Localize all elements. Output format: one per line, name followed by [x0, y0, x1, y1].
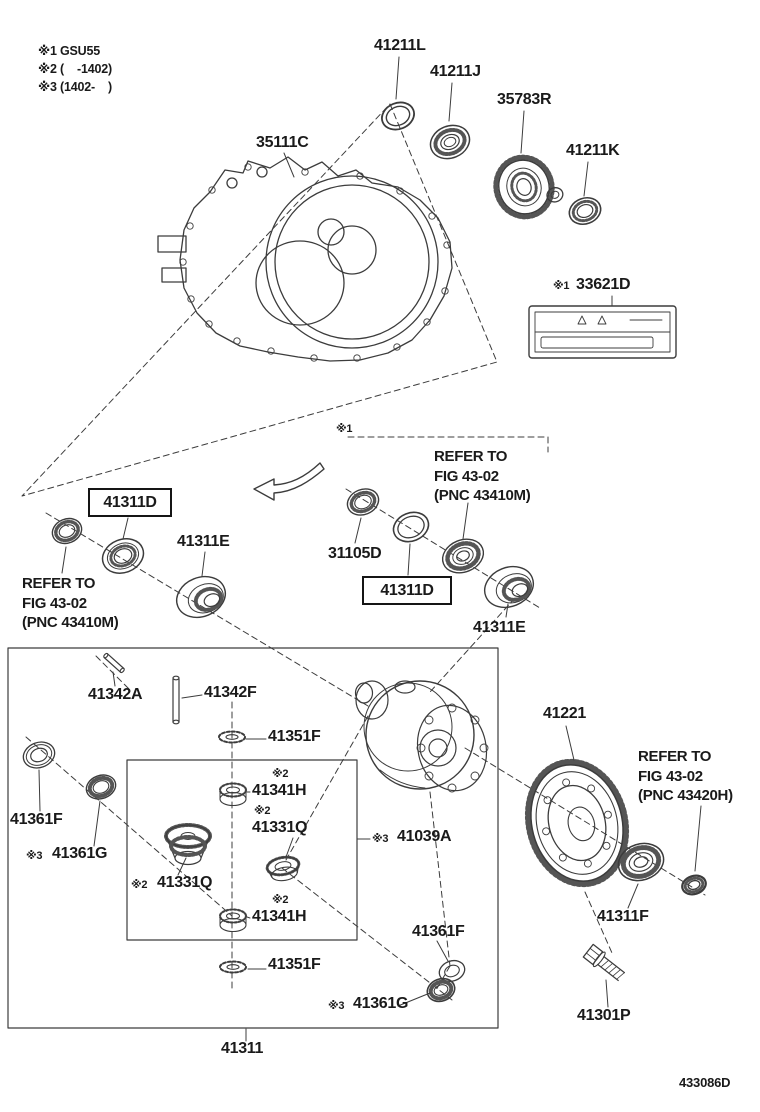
- ref-marker-41361G-bottom: ※3: [328, 1000, 345, 1012]
- bearing-41311F-drawing: [617, 842, 665, 882]
- part-label-41342F[interactable]: 41342F: [204, 684, 257, 701]
- refer-note-fig4302-right[interactable]: REFER TO FIG 43-02 (PNC 43420H): [638, 748, 733, 804]
- part-label-41351F-top[interactable]: 41351F: [268, 728, 321, 745]
- seal-41311D-left-drawing: [101, 538, 145, 574]
- oring-41211L-drawing: [381, 101, 415, 131]
- refer-note-fig4302-mid[interactable]: REFER TO FIG 43-02 (PNC 43410M): [434, 448, 531, 504]
- part-label-35111C[interactable]: 35111C: [256, 134, 309, 151]
- part-label-41361F-right[interactable]: 41361F: [412, 923, 465, 940]
- part-label-41361G-left[interactable]: 41361G: [52, 845, 108, 862]
- ring-gear-41221-drawing: [524, 758, 630, 888]
- part-label-41342A[interactable]: 41342A: [88, 686, 143, 703]
- pin-41342A-drawing: [103, 652, 125, 674]
- part-label-33621D[interactable]: 33621D: [576, 276, 631, 293]
- leader-lines: [38, 56, 702, 1042]
- ref-marker-41341H-bottom: ※2: [272, 894, 289, 906]
- nut-41341H-top-drawing: [218, 782, 248, 807]
- bearing-mid-drawing: [441, 538, 485, 574]
- washer-41361G-left-drawing: [85, 774, 117, 800]
- ref-marker-41361G-left: ※3: [26, 850, 43, 862]
- side-gear-41331Q-left-drawing: [164, 823, 212, 866]
- part-label-41331Q-mid[interactable]: 41331Q: [157, 874, 213, 891]
- part-label-41341H-bottom[interactable]: 41341H: [252, 908, 307, 925]
- part-label-41211J[interactable]: 41211J: [430, 63, 481, 80]
- bearing-41311E-left-drawing: [175, 575, 227, 619]
- part-label-41331Q-upper[interactable]: 41331Q: [252, 819, 308, 836]
- ref-marker-group-1: ※1: [336, 423, 353, 435]
- washer-41361F-left-drawing: [22, 741, 56, 769]
- seal-small-right-drawing: [681, 874, 707, 896]
- subassembly-box-spider-gears: [126, 759, 358, 941]
- washer-41351F-bottom-drawing: [219, 960, 247, 974]
- seal-31105D-drawing: [346, 488, 380, 516]
- transaxle-case-drawing: [157, 156, 453, 362]
- bearing-41211J-drawing: [429, 124, 471, 160]
- washer-41361G-bottom-drawing: [426, 977, 456, 1003]
- shaft-41342F-drawing: [172, 675, 180, 725]
- highlighted-part-label-41311D-left[interactable]: 41311D: [88, 488, 172, 517]
- gear-35783R-drawing: [493, 154, 564, 220]
- ref-marker-41331Q-upper: ※2: [254, 805, 271, 817]
- pointer-arrow-icon: [253, 462, 325, 501]
- part-label-41311E-left[interactable]: 41311E: [177, 533, 230, 550]
- applicability-note-3: ※3 (1402- ): [38, 80, 112, 94]
- caution-plate-33621D-drawing: [528, 305, 677, 359]
- part-label-41341H-top[interactable]: 41341H: [252, 782, 307, 799]
- part-label-41301P[interactable]: 41301P: [577, 1007, 631, 1024]
- applicability-note-2: ※2 ( -1402): [38, 62, 112, 76]
- assembly-box-41311: [7, 647, 499, 1029]
- construction-dashed-lines: [21, 103, 706, 1001]
- ref-marker-41341H-top: ※2: [272, 768, 289, 780]
- differential-case-drawing: [354, 680, 489, 793]
- part-label-41211K[interactable]: 41211K: [566, 142, 620, 159]
- part-label-41361F-left[interactable]: 41361F: [10, 811, 63, 828]
- washer-41361F-right-drawing: [438, 959, 466, 983]
- part-label-31105D[interactable]: 31105D: [328, 545, 382, 562]
- pinion-gear-41331Q-right-drawing: [265, 855, 301, 882]
- part-label-41039A[interactable]: 41039A: [397, 828, 452, 845]
- part-label-41311F[interactable]: 41311F: [597, 908, 649, 925]
- ref-marker-41331Q-mid: ※2: [131, 879, 148, 891]
- ref-marker-33621D: ※1: [553, 280, 570, 292]
- refer-note-fig4302-left[interactable]: REFER TO FIG 43-02 (PNC 43410M): [22, 575, 119, 631]
- bearing-41311E-right-drawing: [483, 565, 535, 609]
- part-label-41361G-bottom[interactable]: 41361G: [353, 995, 409, 1012]
- ref-marker-41039A: ※3: [372, 833, 389, 845]
- figure-code: 433086D: [679, 1075, 731, 1090]
- washer-41351F-top-drawing: [218, 730, 246, 744]
- part-label-35783R[interactable]: 35783R: [497, 91, 552, 108]
- seal-small-left-drawing: [51, 517, 83, 545]
- part-label-41351F-bottom[interactable]: 41351F: [268, 956, 321, 973]
- part-label-41221[interactable]: 41221: [543, 705, 586, 722]
- seal-41211K-drawing: [568, 196, 602, 226]
- part-label-41311[interactable]: 41311: [221, 1040, 264, 1057]
- applicability-note-1: ※1 GSU55: [38, 44, 100, 58]
- bolt-41301P-drawing: [582, 943, 626, 982]
- part-label-41311E-right[interactable]: 41311E: [473, 619, 526, 636]
- highlighted-part-label-41311D-right[interactable]: 41311D: [362, 576, 452, 605]
- ring-41311D-right-drawing: [392, 511, 430, 543]
- part-label-41211L[interactable]: 41211L: [374, 37, 426, 54]
- nut-41341H-bottom-drawing: [218, 908, 248, 933]
